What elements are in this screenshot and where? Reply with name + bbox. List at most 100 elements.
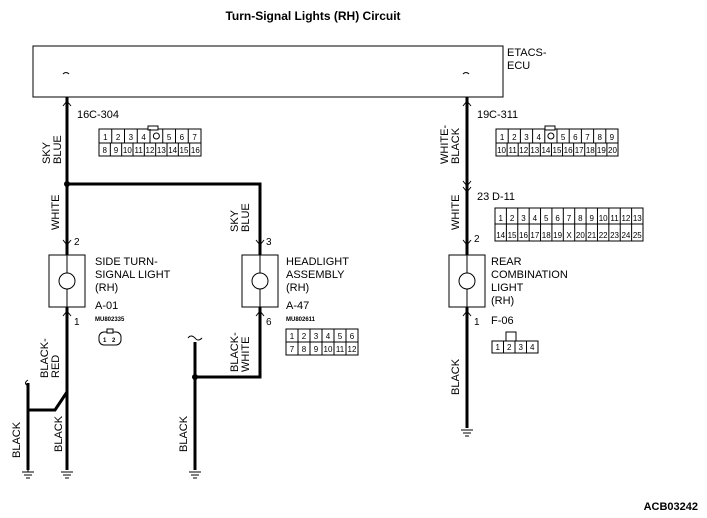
a47-cell: 3 bbox=[314, 332, 319, 341]
ground-icon-2 bbox=[61, 471, 73, 479]
svg-text:WHITE-: WHITE- bbox=[439, 125, 451, 164]
headlight-label-3: (RH) bbox=[286, 282, 309, 294]
c311-cell: 18 bbox=[586, 146, 595, 155]
c304-cell: 2 bbox=[116, 133, 121, 142]
side-label-2: SIGNAL LIGHT bbox=[95, 269, 171, 281]
c311-cell: 4 bbox=[536, 133, 541, 142]
wire-sky-blue-branch bbox=[67, 182, 262, 255]
d11-cell: 22 bbox=[599, 231, 608, 240]
c311-cell: 11 bbox=[508, 146, 517, 155]
rear-label-1: REAR bbox=[491, 256, 522, 268]
c304-id: C-304 bbox=[89, 109, 119, 121]
wire-label-black-red: BLACK- RED bbox=[39, 338, 62, 378]
f06-cell: 2 bbox=[507, 343, 512, 352]
chevron-headlight-top bbox=[255, 239, 265, 246]
c304-pin: 16 bbox=[77, 109, 89, 121]
d11-cell: 20 bbox=[576, 231, 585, 240]
d11-cell: 3 bbox=[521, 214, 526, 223]
d11-cell: 9 bbox=[590, 214, 595, 223]
chevron-headlight-bottom bbox=[255, 310, 265, 317]
connector-chevron-c304 bbox=[62, 100, 72, 107]
chevron-rear-bottom bbox=[462, 310, 472, 317]
c304-cell: 14 bbox=[168, 146, 177, 155]
d11-cell: 24 bbox=[621, 231, 630, 240]
rear-pin-bottom: 1 bbox=[474, 317, 480, 328]
d11-cell: 11 bbox=[610, 214, 619, 223]
ecu-terminal-16 bbox=[62, 72, 70, 75]
c304-cell: 7 bbox=[192, 133, 197, 142]
headlight-pin-bottom: 6 bbox=[266, 317, 272, 328]
svg-text:SKY: SKY bbox=[229, 209, 241, 232]
wire-label-white-left: WHITE bbox=[50, 195, 62, 230]
side-pin-bottom: 1 bbox=[74, 317, 80, 328]
ground-icon-4 bbox=[461, 429, 473, 437]
wire-label-white-right: WHITE bbox=[450, 195, 462, 230]
svg-text:WHITE: WHITE bbox=[50, 195, 62, 230]
d11-cell: 25 bbox=[633, 231, 642, 240]
svg-text:BLUE: BLUE bbox=[52, 135, 64, 164]
c311-cell: 8 bbox=[597, 133, 602, 142]
a47-cell: 12 bbox=[348, 345, 357, 354]
d11-cell: 16 bbox=[519, 231, 528, 240]
wire-label-black-4: BLACK bbox=[450, 358, 462, 395]
d11-cell: 15 bbox=[508, 231, 517, 240]
c304-cell: 4 bbox=[141, 133, 146, 142]
svg-text:BLACK: BLACK bbox=[53, 415, 65, 452]
c311-pin: 19 bbox=[477, 109, 489, 121]
d11-cell: 17 bbox=[530, 231, 539, 240]
d11-cell: 21 bbox=[587, 231, 596, 240]
svg-text:WHITE: WHITE bbox=[240, 337, 252, 372]
d11-cell: 2 bbox=[510, 214, 515, 223]
a47-cell: 2 bbox=[302, 332, 307, 341]
svg-text:SKY: SKY bbox=[41, 141, 53, 164]
d11-cell: 13 bbox=[633, 214, 642, 223]
svg-text:BLACK: BLACK bbox=[450, 127, 462, 164]
chevron-rear-top bbox=[462, 239, 472, 246]
a47-cell: 6 bbox=[350, 332, 355, 341]
svg-text:BLACK: BLACK bbox=[450, 358, 462, 395]
diagram-title: Turn-Signal Lights (RH) Circuit bbox=[225, 9, 400, 23]
side-label-3: (RH) bbox=[95, 282, 118, 294]
c304-cell: 8 bbox=[102, 146, 107, 155]
d11-cell: 6 bbox=[555, 214, 560, 223]
f06-id: F-06 bbox=[491, 315, 514, 327]
rear-label-3: LIGHT bbox=[491, 282, 524, 294]
c311-cell: 12 bbox=[519, 146, 528, 155]
d11-cell: X bbox=[566, 231, 572, 240]
ecu-label-line2: ECU bbox=[507, 60, 530, 72]
wire-label-black-white: BLACK- WHITE bbox=[229, 332, 252, 372]
connector-chevron-c311 bbox=[462, 100, 472, 107]
svg-text:1: 1 bbox=[103, 338, 107, 344]
side-pin-top: 2 bbox=[74, 237, 80, 248]
d11-cell: 18 bbox=[542, 231, 551, 240]
rear-pin-top: 2 bbox=[474, 234, 480, 245]
a47-id: A-47 bbox=[286, 300, 309, 312]
headlight-pin-top: 3 bbox=[266, 237, 272, 248]
chevron-side-top bbox=[62, 239, 72, 246]
rear-label-2: COMBINATION bbox=[491, 269, 568, 281]
c311-cell: 20 bbox=[608, 146, 617, 155]
svg-text:WHITE: WHITE bbox=[450, 195, 462, 230]
a47-cell: 11 bbox=[336, 345, 345, 354]
wire-black-white bbox=[195, 307, 262, 379]
c311-cell: 19 bbox=[597, 146, 606, 155]
d11-cell: 12 bbox=[621, 214, 630, 223]
a47-cell: 4 bbox=[326, 332, 331, 341]
c304-cell: 11 bbox=[135, 146, 144, 155]
svg-text:2: 2 bbox=[112, 338, 116, 344]
wire-label-black-1: BLACK bbox=[11, 421, 23, 458]
c311-cell: 13 bbox=[530, 146, 539, 155]
rear-label-4: (RH) bbox=[491, 295, 514, 307]
svg-text:BLACK-: BLACK- bbox=[39, 338, 51, 378]
f06-cell: 1 bbox=[496, 343, 501, 352]
a01-part: MU802335 bbox=[95, 317, 125, 323]
svg-text:RED: RED bbox=[50, 355, 62, 378]
c311-cell: 14 bbox=[541, 146, 550, 155]
wire-black-splice bbox=[26, 383, 69, 412]
etacs-ecu-box bbox=[32, 45, 504, 98]
c311-cell: 15 bbox=[553, 146, 562, 155]
c304-cell: 1 bbox=[103, 133, 108, 142]
wire-label-white-black: WHITE- BLACK bbox=[439, 125, 462, 164]
